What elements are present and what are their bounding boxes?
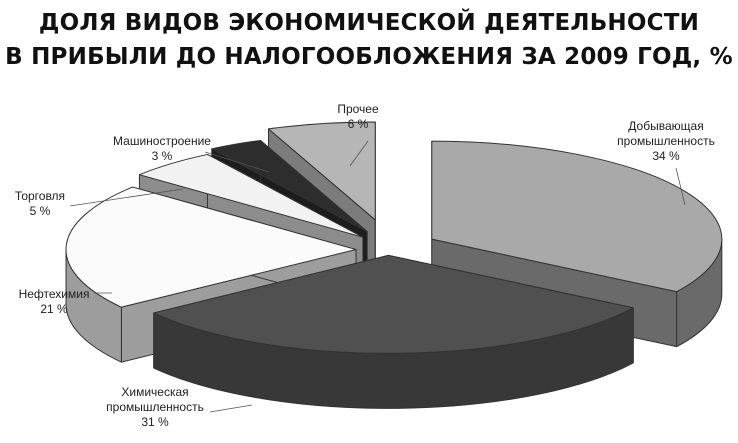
data-label-value: 3 % [152,149,173,163]
leader-line-1 [675,167,686,206]
data-label-value: 6 % [348,117,369,131]
chart-title-line-2: В ПРИБЫЛИ ДО НАЛОГООБЛОЖЕНИЯ ЗА 2009 ГОД… [5,44,733,70]
data-label-value: 34 % [652,149,680,163]
data-label-name: Машиностроение [113,134,211,148]
leader-line-5 [204,151,270,173]
data-label-name: Торговля [15,189,65,203]
pie-slice-3-top [65,186,357,308]
leader-line-4 [69,188,184,207]
data-label-value: 21 % [40,302,68,316]
pie-slice-1-top [431,140,723,293]
leader-line-6 [349,140,369,167]
pie-slice-6-top [268,121,376,221]
data-label-name: Прочее [337,102,379,116]
leader-line-2 [209,404,253,413]
chart-title-line-1: ДОЛЯ ВИДОВ ЭКОНОМИЧЕСКОЙ ДЕЯТЕЛЬНОСТИ [38,10,700,36]
data-label-name: Добывающая [628,119,703,133]
pie-slice-2 [153,254,634,409]
data-label-name: промышленность [106,400,204,414]
data-label-value: 31 % [141,415,169,429]
data-label-name: Химическая [121,385,188,399]
data-label-name: Нефтехимия [19,287,90,301]
chart-title: ДОЛЯ ВИДОВ ЭКОНОМИЧЕСКОЙ ДЕЯТЕЛЬНОСТИ В … [0,6,738,74]
pie-slice-5-top [211,139,368,233]
data-label-name: промышленность [617,134,715,148]
data-label-value: 5 % [30,204,51,218]
pie-slice-4-top [138,153,364,238]
pie-slice-2-top [153,254,634,354]
